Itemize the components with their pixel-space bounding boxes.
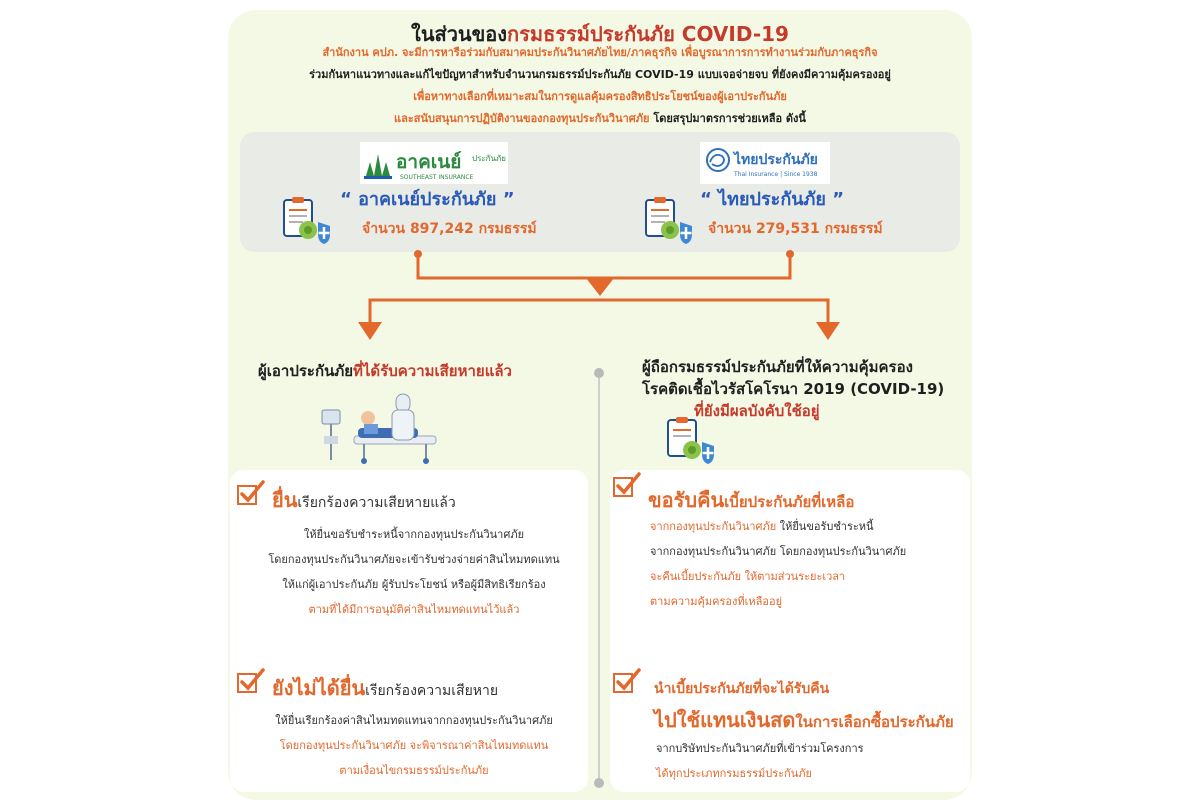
left-item1-body: ให้ยื่นขอรับชำระหนี้จากกองทุนประกันวินาศ… xyxy=(230,522,598,622)
svg-text:ไทยประกันภัย: ไทยประกันภัย xyxy=(732,150,818,168)
intro-line-2-text: ร่วมกันหาแนวทางและแก้ไขปัญหาสำหรับจำนวนก… xyxy=(309,68,891,81)
right-heading-line2: โรคติดเชื้อไวรัสโคโรนา 2019 (COVID-19) xyxy=(642,380,945,398)
intro-line-4b: โดยสรุปมาตรการช่วยเหลือ ดังนี้ xyxy=(649,112,806,125)
right-item1-head-big: ขอรับคืน xyxy=(648,488,725,512)
right-item1-line2: จากกองทุนประกันวินาศภัย โดยกองทุนประกันว… xyxy=(650,545,907,558)
covid-policy-document-icon xyxy=(645,197,692,244)
right-section-heading: ผู้ถือกรมธรรม์ประกันภัยที่ให้ความคุ้มครอ… xyxy=(642,356,972,422)
right-item1-line3b: ให้ตามส่วนระยะเวลา xyxy=(741,570,846,583)
right-item2-heading: ไปใช้แทนเงินสดในการเลือกซื้อประกันภัย xyxy=(654,704,954,736)
left-item2-line3: ตามเงื่อนไขกรมธรรม์ประกันภัย xyxy=(339,764,489,777)
left-heading-part1: ผู้เอาประกันภัย xyxy=(258,362,353,380)
left-item2-line2: โดยกองทุนประกันวินาศภัย จะพิจารณาค่าสินไ… xyxy=(279,739,549,752)
right-item1-body: จากกองทุนประกันวินาศภัย ให้ยื่นขอรับชำระ… xyxy=(650,514,906,614)
left-heading-part2: ที่ได้รับความเสียหายแล้ว xyxy=(353,362,512,380)
title-part1: ในส่วนของ xyxy=(411,22,508,46)
intro-line-2: ร่วมกันหาแนวทางและแก้ไขปัญหาสำหรับจำนวนก… xyxy=(240,64,960,86)
left-item1-head-rest: เรียกร้องความเสียหายแล้ว xyxy=(297,495,456,511)
covid-policy-document-icon xyxy=(667,417,714,464)
southeast-insurance-logo: อาคเนย์ ประกันภัย SOUTHEAST INSURANCE xyxy=(360,142,508,184)
left-item1-line2: โดยกองทุนประกันวินาศภัยจะเข้ารับช่วงจ่าย… xyxy=(268,553,560,566)
left-item2-body: ให้ยื่นเรียกร้องค่าสินไหมทดแทนจากกองทุนป… xyxy=(230,708,598,783)
divider-dot xyxy=(594,778,604,788)
hospital-patient-illustration xyxy=(321,393,437,464)
thai-insurance-elephant-icon: ไทยประกันภัย Thai Insurance | Since 1938 xyxy=(700,142,830,184)
right-item2-line1: จากบริษัทประกันวินาศภัยที่เข้าร่วมโครงกา… xyxy=(656,742,864,755)
svg-text:Thai Insurance | Since 1938: Thai Insurance | Since 1938 xyxy=(733,171,818,178)
intro-line-4: และสนับสนุนการปฏิบัติงานของกองทุนประกันว… xyxy=(240,108,960,130)
svg-text:ประกันภัย: ประกันภัย xyxy=(472,154,506,163)
right-item1-line1b: ให้ยื่นขอรับชำระหนี้ xyxy=(776,520,874,533)
intro-line-1-text: สำนักงาน คปภ. จะมีการหารือร่วมกับสมาคมปร… xyxy=(322,46,878,59)
intro-line-3-text: เพื่อหาทางเลือกที่เหมาะสมในการดูแลคุ้มคร… xyxy=(413,90,787,103)
page-title: ในส่วนของกรมธรรม์ประกันภัย COVID-19 xyxy=(228,18,972,50)
left-section-heading: ผู้เอาประกันภัยที่ได้รับความเสียหายแล้ว xyxy=(258,360,512,382)
right-item1-heading: ขอรับคืนเบี้ยประกันภัยที่เหลือ xyxy=(648,484,854,516)
svg-text:SOUTHEAST INSURANCE: SOUTHEAST INSURANCE xyxy=(400,174,474,181)
right-item1-head-rest: เบี้ยประกันภัยที่เหลือ xyxy=(724,493,855,511)
intro-line-1: สำนักงาน คปภ. จะมีการหารือร่วมกับสมาคมปร… xyxy=(240,42,960,64)
svg-text:อาคเนย์: อาคเนย์ xyxy=(396,151,461,173)
left-item2-heading: ยังไม่ได้ยื่นเรียกร้องความเสียหาย xyxy=(272,672,498,704)
intro-line-3: เพื่อหาทางเลือกที่เหมาะสมในการดูแลคุ้มคร… xyxy=(240,86,960,108)
divider-dot xyxy=(594,368,604,378)
checkbox-checked-icon xyxy=(237,480,265,505)
right-item1-line4: ตามความคุ้มครองที่เหลืออยู่ xyxy=(650,595,783,608)
title-part2: กรมธรรม์ประกันภัย COVID-19 xyxy=(507,22,789,46)
right-item2-body: จากบริษัทประกันวินาศภัยที่เข้าร่วมโครงกา… xyxy=(656,736,864,786)
thai-insurance-logo: ไทยประกันภัย Thai Insurance | Since 1938 xyxy=(700,142,830,184)
right-item1-line1a: จากกองทุนประกันวินาศภัย xyxy=(650,520,777,533)
checkbox-checked-icon xyxy=(613,668,641,693)
left-item2-head-big: ยังไม่ได้ยื่น xyxy=(272,676,366,700)
right-item2-head-big: ไปใช้แทนเงินสด xyxy=(654,708,796,732)
company-count-southeast: จำนวน 897,242 กรมธรรม์ xyxy=(362,221,537,237)
left-item2-head-rest: เรียกร้องความเสียหาย xyxy=(365,683,499,699)
left-item1-heading: ยื่นเรียกร้องความเสียหายแล้ว xyxy=(272,484,456,516)
checkbox-checked-icon xyxy=(613,472,641,497)
left-item1-line4: ตามที่ได้มีการอนุมัติค่าสินไหมทดแทนไว้แล… xyxy=(308,603,520,616)
right-heading-line3: ที่ยังมีผลบังคับใช้อยู่ xyxy=(694,402,820,420)
company-name-thai: “ ไทยประกันภัย ” xyxy=(700,189,845,210)
company-name-southeast: “ อาคเนย์ประกันภัย ” xyxy=(340,189,515,210)
checkbox-checked-icon xyxy=(237,668,265,693)
center-divider xyxy=(598,372,600,787)
left-item2-line1: ให้ยื่นเรียกร้องค่าสินไหมทดแทนจากกองทุนป… xyxy=(275,714,553,727)
intro-line-4a: และสนับสนุนการปฏิบัติงานของกองทุนประกันว… xyxy=(394,112,650,125)
covid-policy-document-icon xyxy=(283,197,330,244)
right-panel xyxy=(610,470,970,792)
left-item1-line3: ให้แก่ผู้เอาประกันภัย ผู้รับประโยชน์ หรื… xyxy=(282,578,546,591)
right-item2-heading-small: นำเบี้ยประกันภัยที่จะได้รับคืน xyxy=(654,681,830,697)
right-item2-line2: ได้ทุกประเภทกรมธรรม์ประกันภัย xyxy=(656,767,812,780)
right-item2-head-rest: ในการเลือกซื้อประกันภัย xyxy=(795,713,954,731)
right-item1-line3a: จะคืนเบี้ยประกันภัย xyxy=(650,570,742,583)
left-item1-head-big: ยื่น xyxy=(272,488,298,512)
left-item1-line1: ให้ยื่นขอรับชำระหนี้จากกองทุนประกันวินาศ… xyxy=(303,528,525,541)
southeast-temple-icon: อาคเนย์ ประกันภัย SOUTHEAST INSURANCE xyxy=(360,142,508,184)
left-panel xyxy=(230,470,588,792)
company-count-thai: จำนวน 279,531 กรมธรรม์ xyxy=(708,221,883,237)
right-heading-line1: ผู้ถือกรมธรรม์ประกันภัยที่ให้ความคุ้มครอ… xyxy=(642,358,913,376)
